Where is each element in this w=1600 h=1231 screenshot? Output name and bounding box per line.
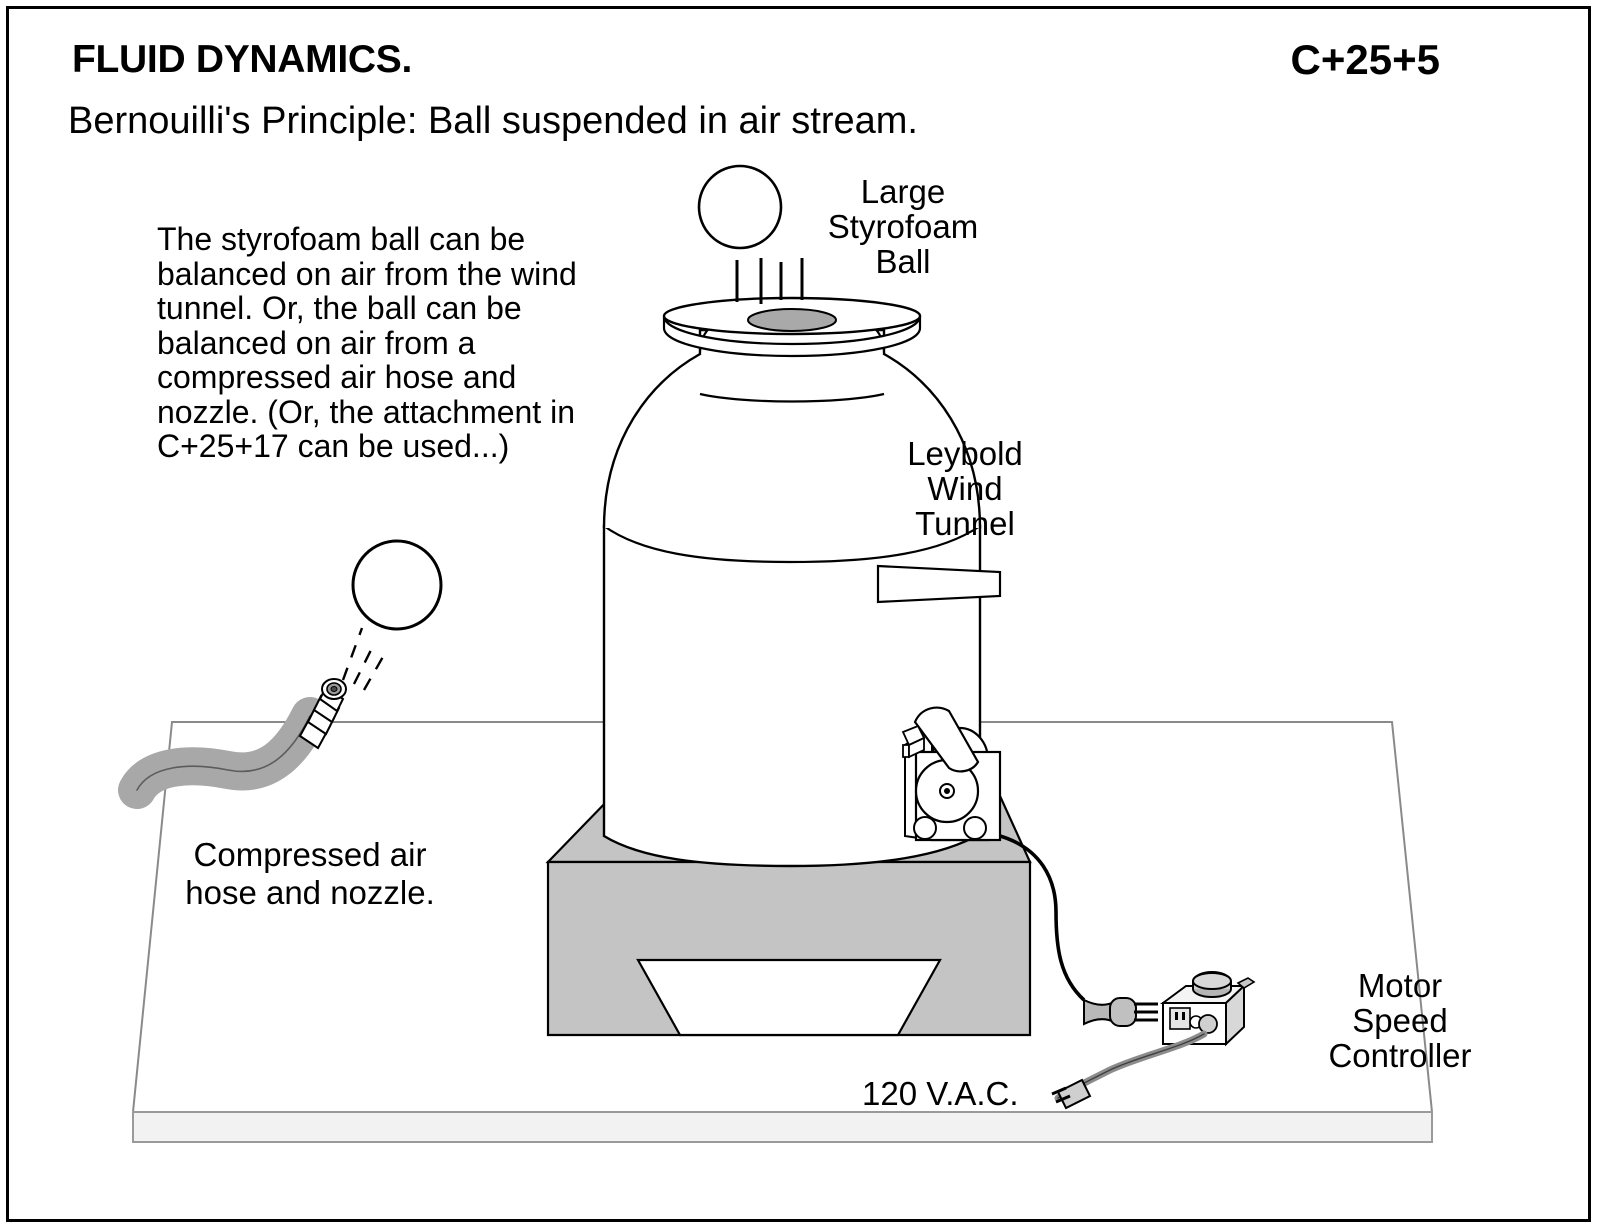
air-stream-lines-nozzle <box>341 627 386 691</box>
leybold-wind-tunnel <box>602 324 982 868</box>
motor-power-cord <box>999 834 1086 1002</box>
compressed-air-hose <box>118 697 329 809</box>
label-wind-tunnel: Leybold Wind Tunnel <box>907 435 1023 542</box>
label-styrofoam-ball: Large Styrofoam Ball <box>827 173 979 280</box>
air-stream-lines-tunnel <box>735 258 804 304</box>
blower-motor-assembly <box>901 706 1002 842</box>
wind-tunnel-outlet-duct <box>876 564 1002 604</box>
description-note: The styrofoam ball can be balanced on ai… <box>157 221 577 464</box>
page-title: FLUID DYNAMICS. <box>72 38 412 81</box>
catalog-number: C+25+5 <box>1290 36 1440 83</box>
label-power-supply: 120 V.A.C. <box>862 1075 1019 1112</box>
motor-speed-controller-box <box>1159 970 1256 1047</box>
styrofoam-ball-on-nozzle <box>351 539 443 631</box>
tunnel-top-disc-flange <box>662 296 922 358</box>
label-motor-speed-controller: Motor Speed Controller <box>1328 967 1472 1074</box>
label-compressed-air-hose: Compressed air hose and nozzle. <box>185 836 435 911</box>
page-subtitle: Bernouilli's Principle: Ball suspended i… <box>68 100 918 142</box>
wall-power-cord <box>1051 1030 1208 1110</box>
power-plug-3-prong <box>1083 997 1158 1027</box>
styrofoam-ball-suspended <box>697 164 783 250</box>
air-hose-nozzle <box>298 678 347 750</box>
